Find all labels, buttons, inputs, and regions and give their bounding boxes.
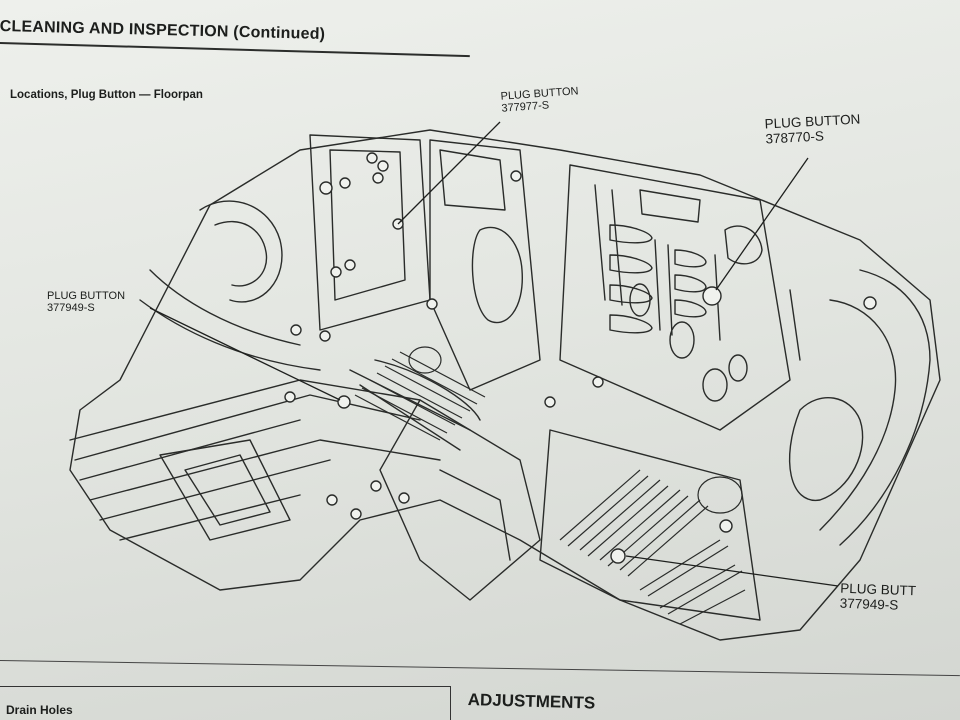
- callout-plug-button-378770: PLUG BUTTON 378770-S: [764, 112, 861, 147]
- callout-part-number: 377949-S: [839, 595, 899, 613]
- drain-holes-box: [0, 686, 451, 720]
- adjustments-heading: ADJUSTMENTS: [467, 690, 596, 713]
- callout-label: PLUG BUTTON: [47, 290, 126, 302]
- callout-plug-button-377949-left: PLUG BUTTON 377949-S: [47, 290, 125, 314]
- drain-holes-heading: Drain Holes: [6, 703, 73, 717]
- callout-plug-button-377949-right: PLUG BUTT 377949-S: [839, 581, 916, 614]
- callout-part-number: 377949-S: [47, 302, 95, 314]
- figure-caption: Locations, Plug Button — Floorpan: [10, 89, 203, 101]
